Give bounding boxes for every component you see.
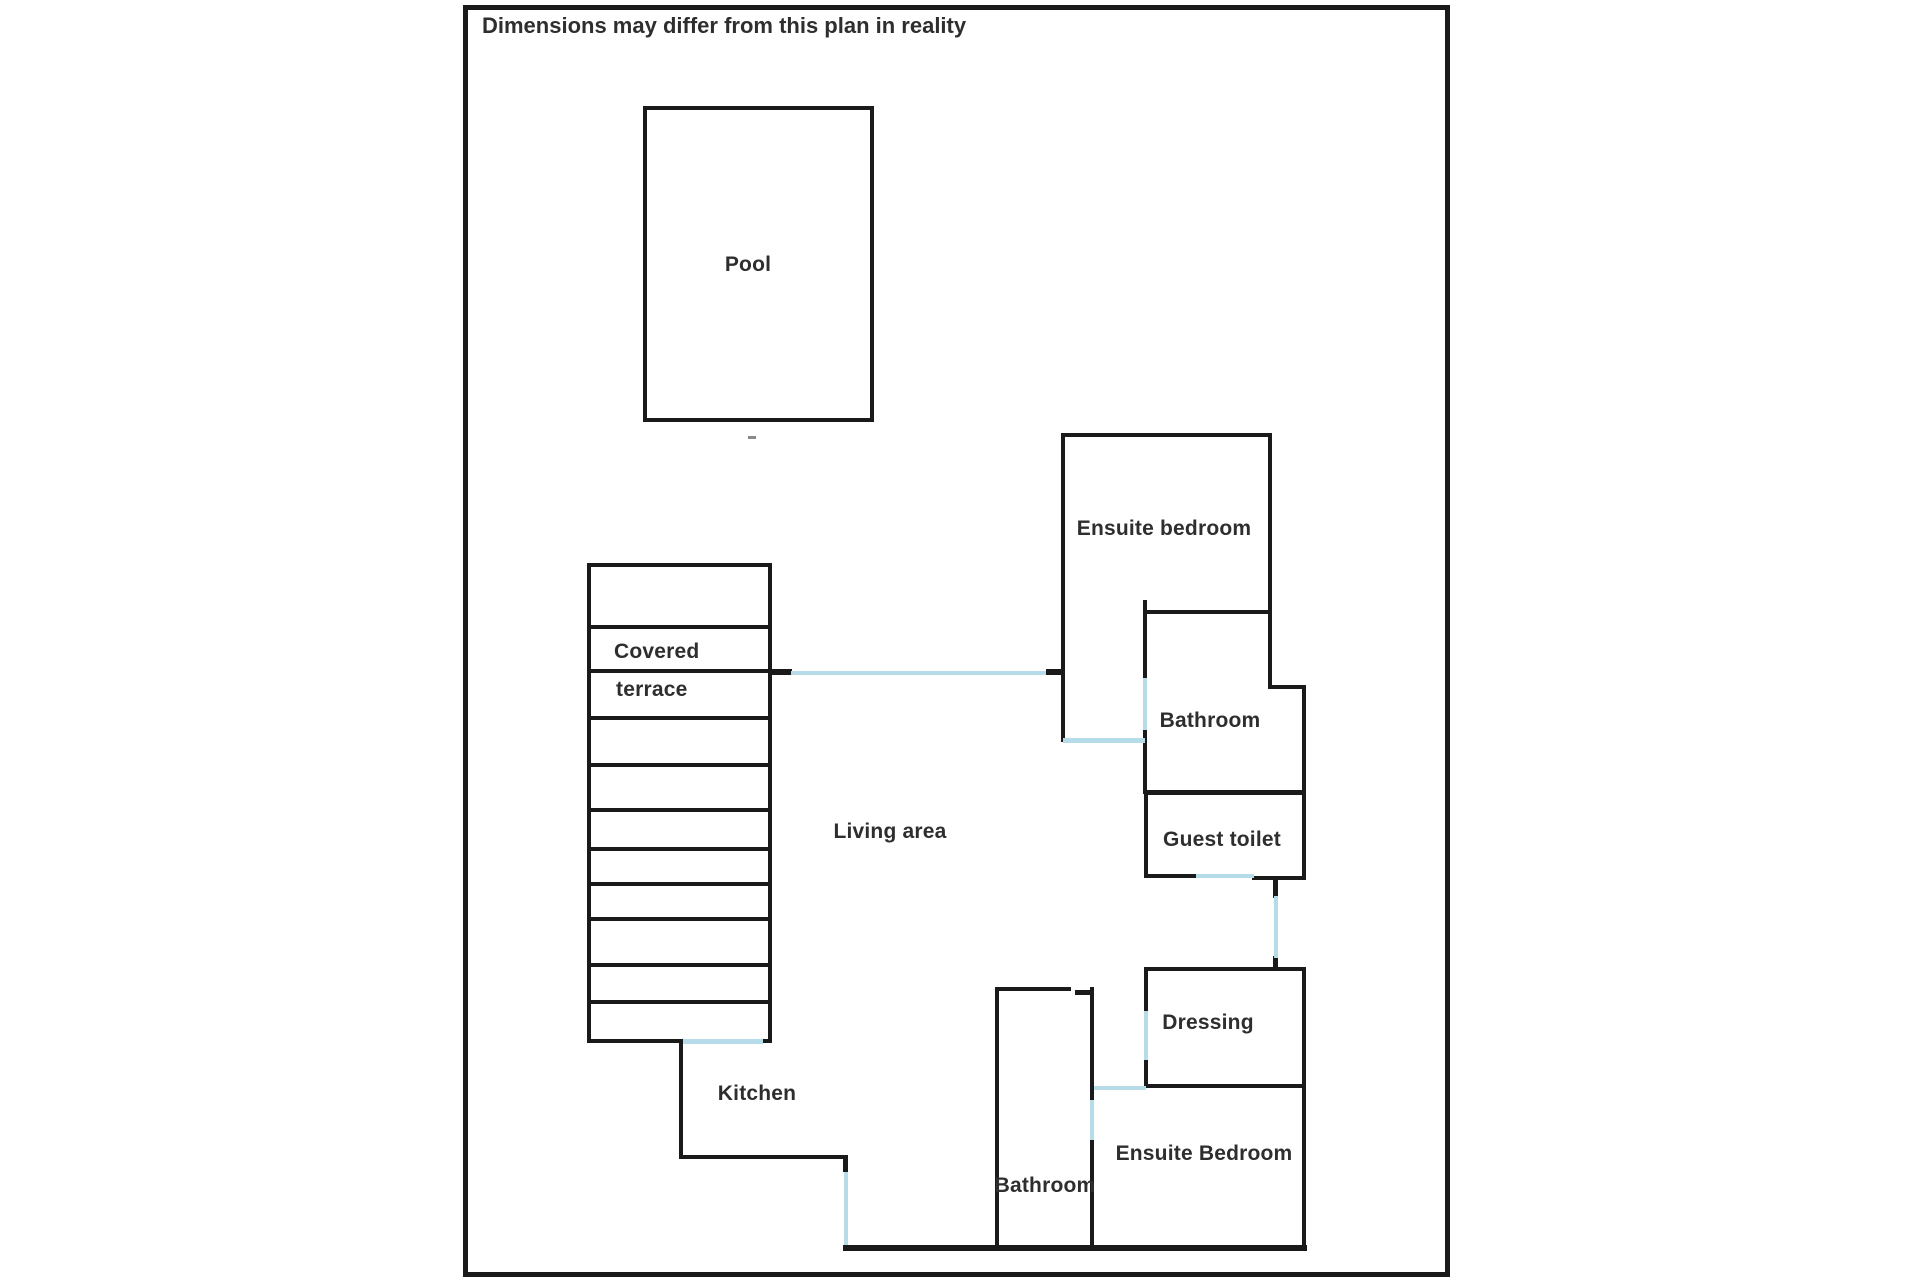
living-area-label: Living area bbox=[833, 820, 947, 843]
bedroom2-label: Ensuite Bedroom bbox=[1115, 1142, 1293, 1165]
terrace-step-line bbox=[590, 882, 769, 886]
dressing-left-wall-lower bbox=[1144, 1058, 1148, 1088]
bedroom1-label: Ensuite bedroom bbox=[1076, 517, 1252, 540]
glazed-wall-left-cap bbox=[768, 669, 792, 675]
covered-terrace-outline bbox=[587, 563, 772, 1043]
bathroom1-left-wall-upper bbox=[1143, 610, 1147, 680]
pool-outline bbox=[643, 106, 874, 422]
door-bedroom2 bbox=[1094, 1086, 1146, 1090]
bedroom1-top-wall bbox=[1061, 433, 1272, 437]
terrace-step-line bbox=[590, 763, 769, 767]
bathroom1-left-wall-lower bbox=[1143, 728, 1147, 794]
kitchen-bottom-wall bbox=[679, 1155, 847, 1159]
bathroom1-wall-stub bbox=[1143, 600, 1147, 612]
terrace-step-line bbox=[590, 847, 769, 851]
covered-terrace-label-line1: Covered bbox=[614, 640, 700, 663]
door-guest-toilet bbox=[1196, 874, 1254, 878]
terrace-step-line bbox=[590, 963, 769, 967]
door-bathroom1 bbox=[1143, 678, 1147, 730]
dressing-bedroom2-right-wall bbox=[1302, 967, 1306, 1248]
bathroom2-label: Bathroom bbox=[994, 1174, 1096, 1197]
bathroom1-top-wall bbox=[1143, 610, 1272, 614]
covered-terrace-label-line2: terrace bbox=[616, 678, 688, 701]
terrace-step-line bbox=[590, 917, 769, 921]
terrace-step-line bbox=[590, 808, 769, 812]
corridor-wall-stub-top bbox=[1273, 876, 1278, 898]
guest-toilet-bottom-wall-right bbox=[1252, 876, 1306, 880]
bedroom1-right-wall bbox=[1268, 433, 1272, 689]
pool-mark bbox=[748, 436, 756, 439]
door-dressing bbox=[1144, 1011, 1148, 1060]
dressing-bottom-wall bbox=[1144, 1084, 1306, 1088]
kitchen-left-wall bbox=[679, 1043, 683, 1159]
plan-outer-border bbox=[463, 5, 1450, 1277]
pool-label: Pool bbox=[724, 253, 772, 276]
door-bedroom1-living bbox=[1063, 738, 1145, 743]
kitchen-wall-stub bbox=[843, 1155, 848, 1172]
bathroom2-right-wall-lower bbox=[1090, 1140, 1094, 1247]
guest-toilet-top-wall bbox=[1144, 790, 1306, 795]
bathroom2-left-wall bbox=[995, 987, 999, 1247]
guest-toilet-label: Guest toilet bbox=[1163, 828, 1281, 851]
door-bathroom2 bbox=[1090, 1100, 1094, 1140]
kitchen-label: Kitchen bbox=[717, 1082, 797, 1105]
glazed-wall-right-cap bbox=[1046, 669, 1064, 675]
dressing-left-wall-upper bbox=[1144, 967, 1148, 1013]
corridor-wall-stub-bottom bbox=[1273, 956, 1278, 970]
guest-toilet-bottom-wall-left bbox=[1144, 874, 1198, 878]
bathroom1-label: Bathroom bbox=[1159, 709, 1261, 732]
bathroom1-right-wall bbox=[1302, 686, 1306, 878]
door-kitchen-hall bbox=[844, 1172, 848, 1245]
terrace-step-line bbox=[590, 716, 769, 720]
terrace-step-line bbox=[590, 625, 769, 629]
glazed-wall-terrace-bedroom bbox=[791, 671, 1046, 675]
disclaimer-text: Dimensions may differ from this plan in … bbox=[482, 13, 967, 38]
bathroom2-top-wall-offset bbox=[1075, 990, 1094, 995]
terrace-step-line bbox=[590, 669, 769, 673]
door-corridor-dressing bbox=[1274, 896, 1278, 958]
bathroom1-step-wall bbox=[1268, 685, 1306, 689]
bathroom2-top-wall bbox=[995, 987, 1071, 991]
door-terrace-kitchen bbox=[683, 1039, 763, 1044]
guest-toilet-left-wall bbox=[1144, 790, 1148, 878]
dressing-top-wall bbox=[1144, 967, 1306, 971]
bathroom2-right-wall-upper bbox=[1090, 987, 1094, 1102]
bedroom1-left-wall bbox=[1061, 433, 1065, 742]
dressing-label: Dressing bbox=[1162, 1011, 1254, 1034]
bottom-exterior-wall bbox=[843, 1245, 1307, 1251]
terrace-step-line bbox=[590, 1000, 769, 1004]
